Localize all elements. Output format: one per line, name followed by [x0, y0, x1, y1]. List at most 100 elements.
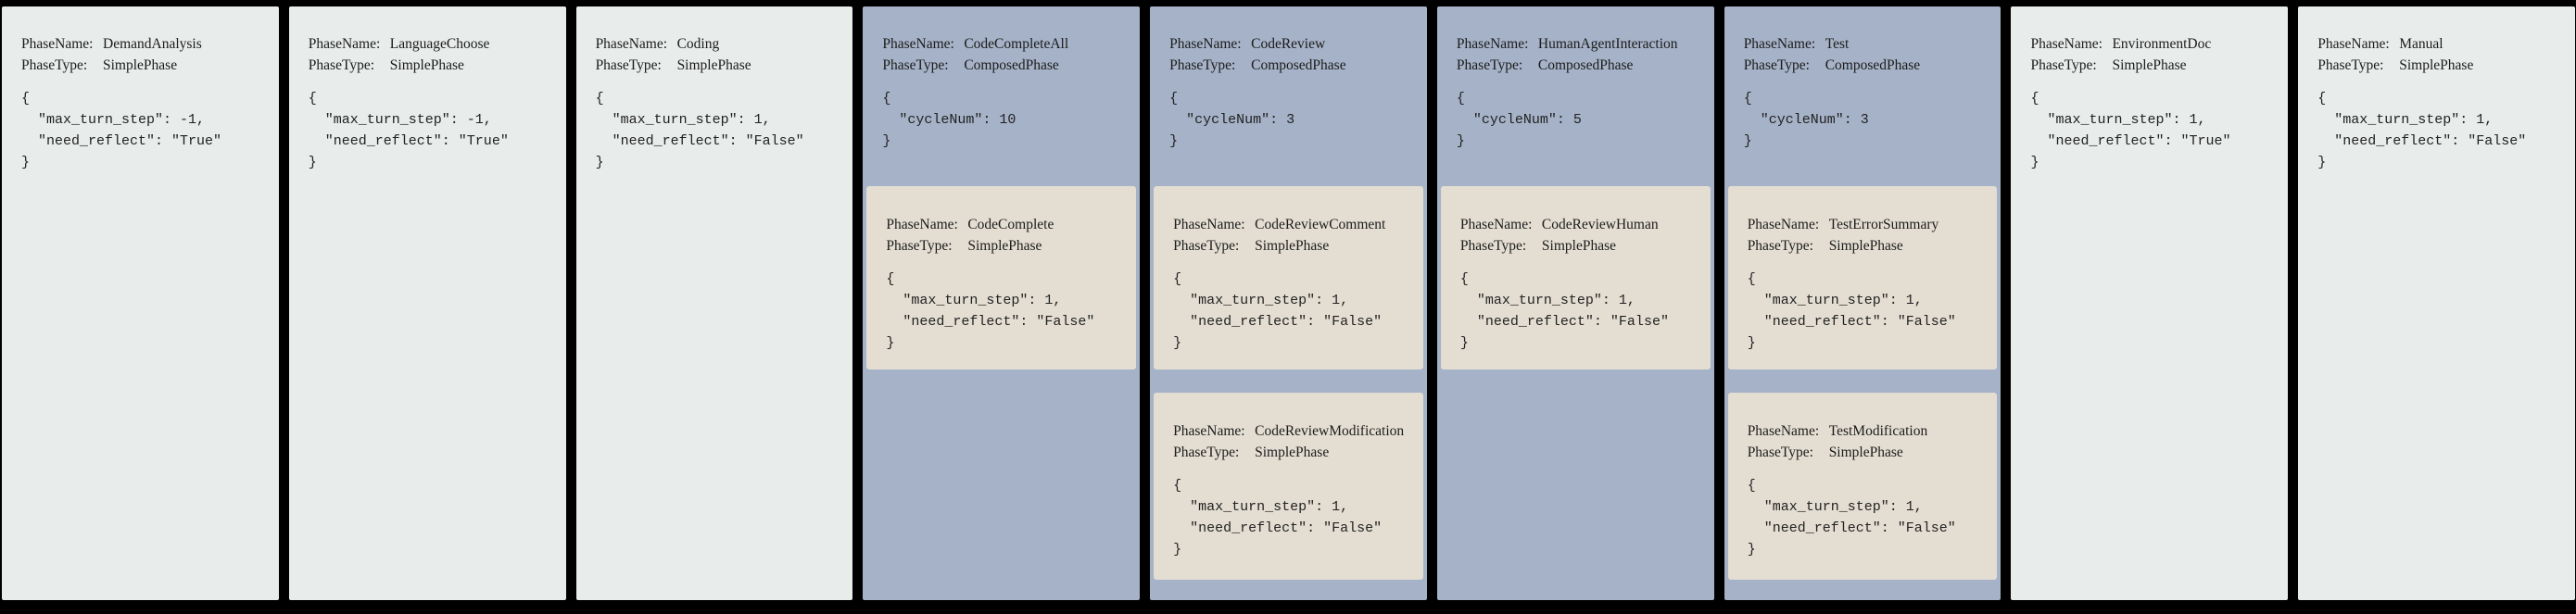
phase-type-label: PhaseType: [1743, 57, 1810, 73]
phase-name-value: TestErrorSummary [1828, 217, 1939, 232]
phase-config-json: { "max_turn_step": 1, "need_reflect": "F… [2317, 91, 2527, 170]
phase-type-value: SimplePhase [1255, 445, 1330, 460]
phase-meta-row: PhaseType: ComposedPhase [1457, 55, 1699, 76]
phase-config-json: { "cycleNum": 5 } [1456, 91, 1582, 149]
phase-meta-row: PhaseName: Manual [2317, 33, 2560, 55]
phase-name-label: PhaseName: [1169, 36, 1242, 52]
phase-name-label: PhaseName: [1459, 217, 1533, 232]
phase-meta-row: PhaseType: SimplePhase [886, 235, 1121, 257]
phase-meta-row: PhaseType:SimplePhase [1460, 235, 1696, 257]
phase-type-value: SimplePhase [676, 57, 751, 73]
phase-name-label: PhaseName: [2317, 36, 2390, 52]
phase-type-value: SimplePhase [2112, 57, 2187, 73]
phase-meta-row: PhaseType: ComposedPhase [882, 55, 1125, 76]
phase-config-json: { "max_turn_step": 1, "need_reflect": "F… [1747, 478, 1956, 558]
phase-config-json: { "max_turn_step": 1, "need_reflect": "F… [595, 91, 804, 170]
phase-config-json: { "max_turn_step": 1, "need_reflect": "F… [1459, 271, 1669, 351]
phase-meta-row: PhaseName:TestErrorSummary [1748, 214, 1983, 235]
phase-type-label: PhaseType: [308, 57, 375, 73]
phase-config-json: { "max_turn_step": 1, "need_reflect": "T… [2030, 91, 2231, 170]
phase-config-json: { "max_turn_step": 1, "need_reflect": "F… [1747, 271, 1956, 351]
phase-meta-row: PhaseName:CodeReviewModification [1173, 420, 1408, 442]
phase-config-json: { "cycleNum": 10 } [882, 91, 1017, 149]
phase-config-json: { "max_turn_step": 1, "need_reflect": "F… [1173, 478, 1383, 558]
phase-type-label: PhaseType: [1173, 445, 1240, 460]
phase-config-json: { "cycleNum": 3 } [1169, 91, 1295, 149]
phase-meta-row: PhaseName:CodeReview [1169, 33, 1412, 55]
phase-type-value: SimplePhase [389, 57, 464, 73]
phase-name-value: DemandAnalysis [103, 36, 202, 52]
phase-meta-row: PhaseName:Coding [596, 33, 839, 55]
phase-name-value: Manual [2399, 36, 2443, 52]
phase-meta-row: PhaseName: EnvironmentDoc [2030, 33, 2273, 55]
phase-name-value: CodeCompleteAll [964, 36, 1069, 52]
phase-type-label: PhaseType: [2030, 57, 2097, 73]
phase-type-label: PhaseType: [882, 57, 949, 73]
phase-meta-row: PhaseName:CodeComplete [886, 214, 1121, 235]
phase-type-label: PhaseType: [2317, 57, 2384, 73]
phase-meta-row: PhaseType:SimplePhase [1748, 442, 1983, 463]
phase-meta-row: PhaseType:SimplePhase [1748, 235, 1983, 257]
phase-name-label: PhaseName: [886, 217, 958, 232]
phase-meta-row: PhaseName: LanguageChoose [309, 33, 551, 55]
phase-type-label: PhaseType: [21, 57, 88, 73]
phase-type-value: ComposedPhase [964, 57, 1059, 73]
phase-type-label: PhaseType: [886, 238, 953, 254]
phase-name-label: PhaseName: [308, 36, 381, 52]
phase-meta-row: PhaseType:ComposedPhase [1169, 55, 1412, 76]
phase-config-json: { "cycleNum": 3 } [1743, 91, 1869, 149]
phase-name-value: CodeReviewHuman [1541, 217, 1659, 232]
phase-meta-row: PhaseType:SimplePhase [1173, 235, 1408, 257]
phase-type-value: ComposedPhase [1825, 57, 1921, 73]
phase-type-value: SimplePhase [967, 238, 1042, 254]
phase-name-value: CodeReviewModification [1255, 423, 1405, 439]
phase-name-label: PhaseName: [882, 36, 954, 52]
phase-meta-row: PhaseType: ComposedPhase [1744, 55, 1987, 76]
phase-type-label: PhaseType: [1173, 238, 1240, 254]
phase-meta-row: PhaseName:HumanAgentInteraction [1457, 33, 1699, 55]
phase-meta-row: PhaseName: CodeCompleteAll [882, 33, 1125, 55]
phase-type-label: PhaseType: [1169, 57, 1236, 73]
phase-config-json: { "max_turn_step": -1, "need_reflect": "… [308, 91, 509, 170]
phase-config-json: { "max_turn_step": -1, "need_reflect": "… [21, 91, 222, 170]
phase-type-label: PhaseType: [1456, 57, 1523, 73]
phase-meta-row: PhaseType: SimplePhase [309, 55, 551, 76]
phase-type-value: SimplePhase [103, 57, 178, 73]
phase-type-value: SimplePhase [2399, 57, 2474, 73]
phase-name-value: LanguageChoose [389, 36, 490, 52]
phase-type-label: PhaseType: [595, 57, 662, 73]
phase-name-label: PhaseName: [2030, 36, 2102, 52]
phase-name-label: PhaseName: [1743, 36, 1816, 52]
phase-name-label: PhaseName: [1747, 423, 1820, 439]
phase-name-value: Test [1825, 36, 1850, 52]
phase-name-value: EnvironmentDoc [2112, 36, 2212, 52]
phase-meta-row: PhaseName:DemandAnalysis [21, 33, 264, 55]
phase-meta-row: PhaseType: SimplePhase [1173, 442, 1408, 463]
phase-type-value: ComposedPhase [1537, 57, 1634, 73]
phase-type-label: PhaseType: [1747, 238, 1813, 254]
phase-meta-row: PhaseType: SimplePhase [2030, 55, 2273, 76]
